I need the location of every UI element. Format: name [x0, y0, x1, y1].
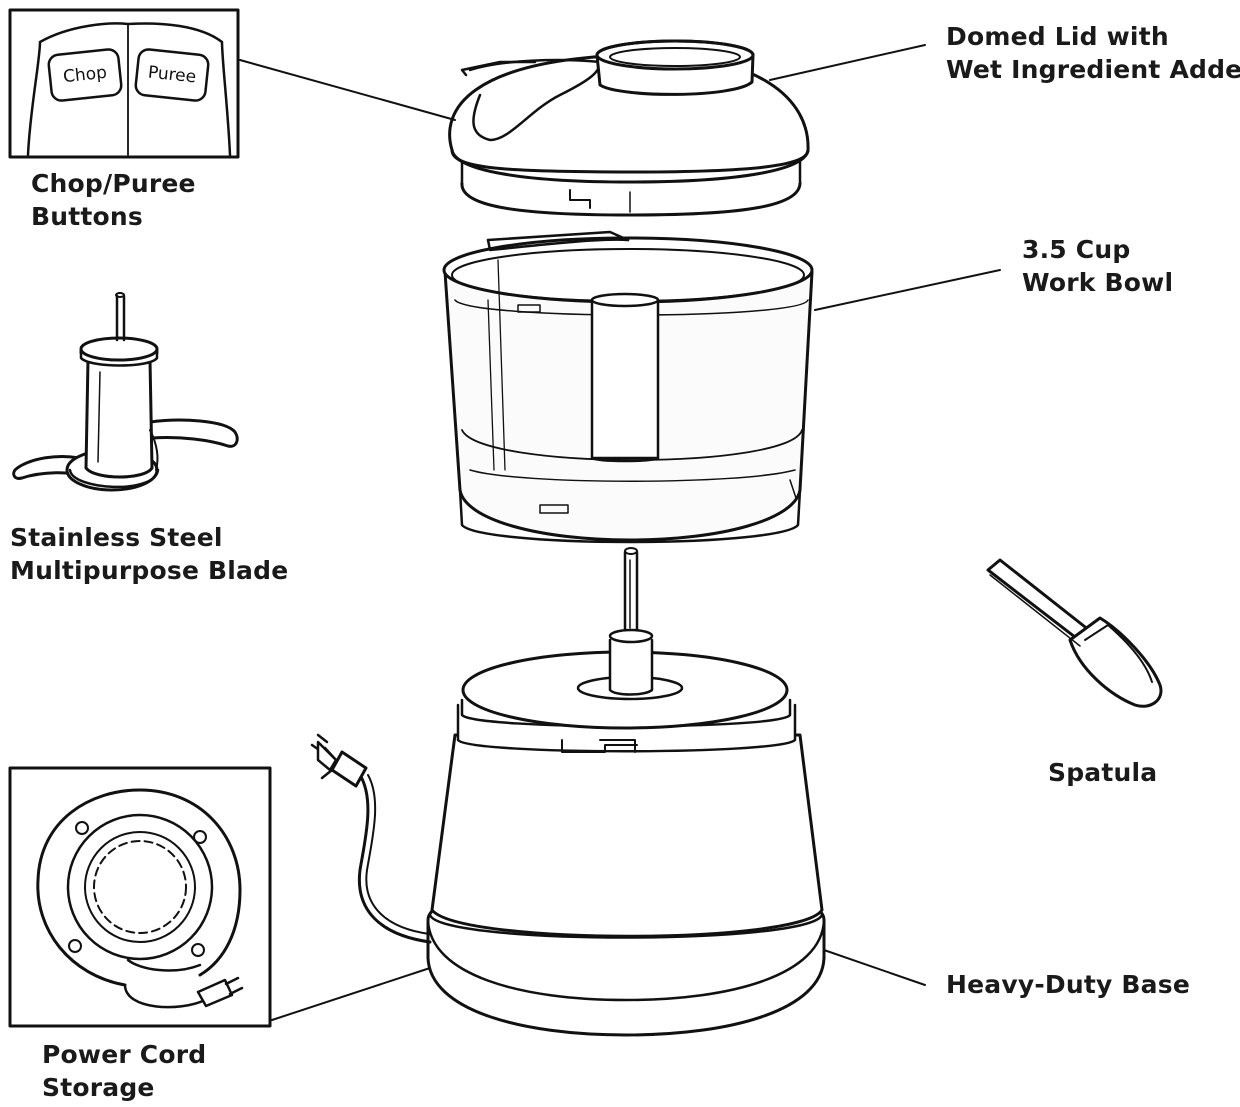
leader-base — [823, 949, 926, 986]
leader-buttons — [239, 59, 456, 121]
label-work-bowl: 3.5 Cup Work Bowl — [1022, 233, 1173, 299]
spatula — [986, 558, 1163, 708]
label-blade-line2: Multipurpose Blade — [10, 556, 289, 585]
label-spatula: Spatula — [1048, 756, 1157, 789]
label-chop-puree-buttons: Chop/Puree Buttons — [31, 167, 196, 233]
label-blade-line1: Stainless Steel — [10, 523, 223, 552]
leader-lines — [239, 44, 1001, 1021]
power-cord — [310, 733, 432, 944]
heavy-duty-base — [426, 547, 826, 1037]
leader-cord — [271, 967, 431, 1021]
label-heavy-duty-base: Heavy-Duty Base — [946, 968, 1190, 1001]
cord-storage-inset — [8, 766, 272, 1028]
leader-lid — [769, 44, 926, 81]
label-work-bowl-line1: 3.5 Cup — [1022, 235, 1131, 264]
label-blade: Stainless Steel Multipurpose Blade — [10, 521, 288, 587]
chop-button-label: Chop — [62, 63, 108, 87]
leader-bowl — [814, 269, 1001, 311]
domed-lid — [448, 39, 810, 217]
label-domed-lid-line2: Wet Ingredient Adder — [946, 55, 1240, 84]
label-power-cord-storage: Power Cord Storage — [42, 1038, 206, 1104]
label-buttons-line2: Buttons — [31, 202, 144, 231]
label-cord-line1: Power Cord — [42, 1040, 207, 1069]
label-domed-lid: Domed Lid with Wet Ingredient Adder — [946, 20, 1240, 86]
work-bowl — [442, 230, 814, 544]
label-spatula-line1: Spatula — [1048, 758, 1158, 787]
label-cord-line2: Storage — [42, 1073, 155, 1102]
label-domed-lid-line1: Domed Lid with — [946, 22, 1169, 51]
multipurpose-blade — [12, 292, 239, 492]
button-panel-inset: Chop Puree — [8, 8, 240, 159]
label-base-line1: Heavy-Duty Base — [946, 970, 1190, 999]
label-work-bowl-line2: Work Bowl — [1022, 268, 1174, 297]
label-buttons-line1: Chop/Puree — [31, 169, 196, 198]
